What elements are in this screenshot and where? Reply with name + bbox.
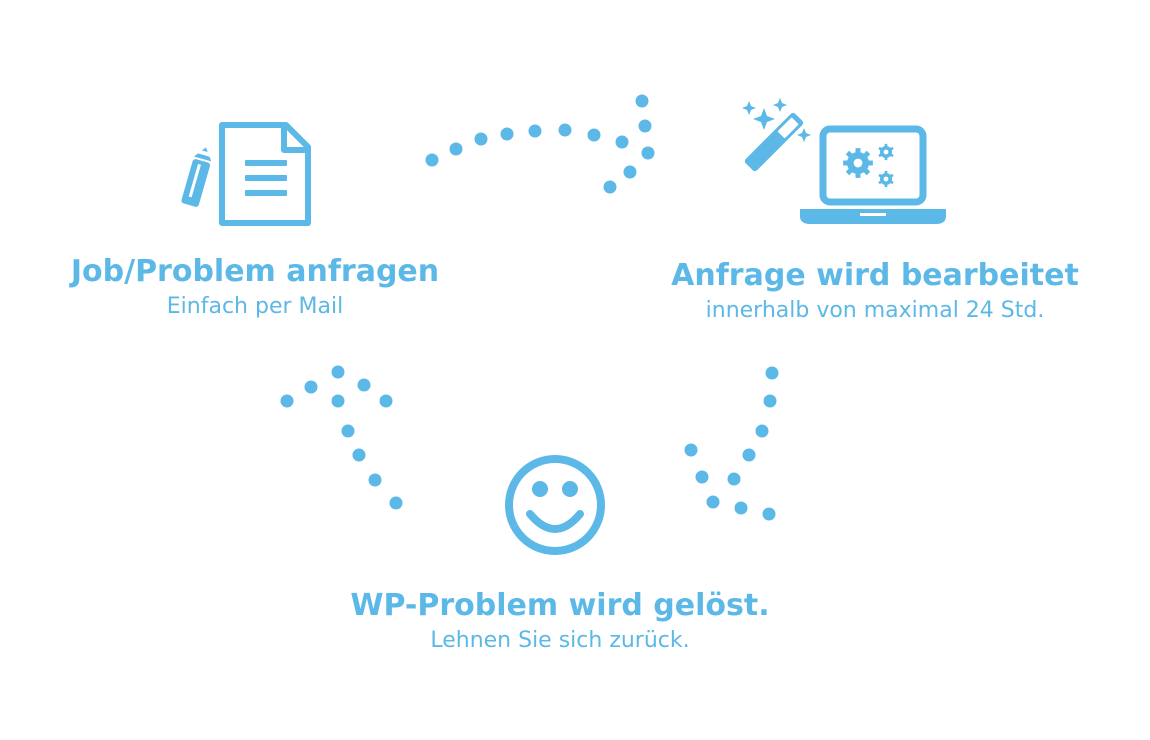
arrow-dot — [331, 394, 345, 408]
dotted-arrow-step1-to-step2 — [425, 94, 655, 194]
step-3-title: WP-Problem wird gelöst. — [350, 588, 770, 623]
arrow-dot — [474, 132, 488, 146]
arrow-dot — [706, 495, 720, 509]
arrow-dot — [528, 124, 542, 138]
arrow-dot — [449, 142, 463, 156]
step-3-subtitle: Lehnen Sie sich zurück. — [430, 628, 690, 653]
arrow-dot — [763, 394, 777, 408]
step-1-title: Job/Problem anfragen — [70, 254, 440, 289]
arrow-dot — [623, 165, 637, 179]
arrow-dot — [379, 394, 393, 408]
arrow-dot — [635, 94, 649, 108]
arrow-dot — [762, 507, 776, 521]
arrow-dot — [641, 146, 655, 160]
arrow-dot — [389, 496, 403, 510]
arrow-dot — [500, 127, 514, 141]
step-2-subtitle: innerhalb von maximal 24 Std. — [705, 298, 1045, 323]
dotted-arrow-step3-to-step1 — [280, 365, 403, 510]
arrow-dot — [352, 448, 366, 462]
dotted-arrow-step2-to-step3 — [684, 366, 779, 521]
laptop-gears-magic-wand-icon — [742, 98, 946, 224]
document-pencil-icon — [181, 122, 311, 226]
arrow-dot — [304, 380, 318, 394]
arrow-dot — [341, 424, 355, 438]
arrow-dot — [755, 424, 769, 438]
arrow-dot — [615, 135, 629, 149]
step-1-subtitle: Einfach per Mail — [166, 294, 344, 319]
arrow-dot — [742, 448, 756, 462]
arrow-dot — [734, 501, 748, 515]
arrow-dot — [684, 443, 698, 457]
arrow-dot — [695, 470, 709, 484]
arrow-dot — [727, 472, 741, 486]
step-2-title: Anfrage wird bearbeitet — [671, 258, 1079, 293]
arrow-dot — [425, 153, 439, 167]
arrow-dot — [558, 123, 572, 137]
arrow-dot — [638, 119, 652, 133]
arrow-dot — [280, 394, 294, 408]
smiley-face-icon — [505, 455, 605, 555]
arrow-dot — [331, 365, 345, 379]
arrow-dot — [357, 378, 371, 392]
arrow-dot — [587, 128, 601, 142]
arrow-dot — [368, 473, 382, 487]
arrow-dot — [603, 180, 617, 194]
arrow-dot — [765, 366, 779, 380]
